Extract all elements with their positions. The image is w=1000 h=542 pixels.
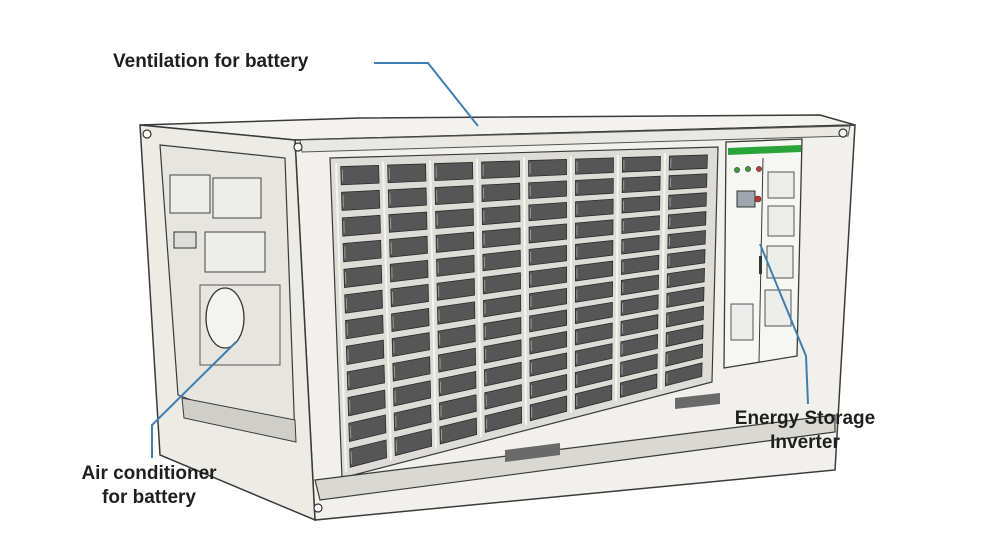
battery-module (622, 176, 660, 192)
battery-module (341, 190, 379, 210)
battery-module (436, 209, 474, 229)
battery-module (529, 159, 567, 176)
corner-casting (294, 143, 302, 151)
corner-casting (143, 130, 151, 138)
battery-module (575, 199, 613, 217)
cabinet-handle (759, 256, 762, 274)
battery-module (529, 181, 567, 199)
ac-fan (206, 288, 244, 348)
battery-module (342, 215, 380, 236)
ac-switch (174, 232, 196, 248)
corner-casting (314, 504, 322, 512)
battery-module (529, 224, 567, 243)
inverter-display-screen (737, 191, 755, 207)
battery-module (436, 232, 474, 252)
battery-module (529, 202, 567, 220)
battery-module (389, 212, 427, 232)
ac-mid-panel (205, 232, 265, 272)
battery-module (435, 162, 473, 180)
cabinet-panel (768, 206, 794, 236)
cabinet-panel (731, 304, 753, 340)
callout-ventilation: Ventilation for battery (113, 50, 308, 74)
battery-module (669, 174, 707, 190)
battery-module (575, 179, 613, 196)
callout-aircon: Air conditioner for battery (44, 462, 254, 510)
battery-module (482, 206, 520, 225)
battery-module (482, 161, 520, 179)
battery-module (669, 193, 707, 210)
cabinet-panel (768, 172, 794, 198)
battery-module (575, 158, 613, 174)
callout-inverter-line1: Energy Storage (698, 407, 912, 431)
callout-aircon-line2: for battery (44, 486, 254, 510)
ac-top-panel (170, 175, 210, 213)
callout-inverter-line2: Inverter (698, 431, 912, 455)
battery-module (388, 188, 426, 208)
battery-module (343, 240, 381, 262)
battery-module (622, 156, 660, 172)
leader-line-ventilation (374, 63, 478, 126)
ac-top-panel (213, 178, 261, 218)
callout-inverter: Energy Storage Inverter (698, 407, 912, 455)
battery-module (390, 236, 428, 257)
indicator-light (745, 166, 750, 171)
battery-module (622, 196, 660, 213)
corner-casting (839, 129, 847, 137)
battery-module (482, 183, 520, 201)
callout-aircon-line1: Air conditioner (44, 462, 254, 486)
emergency-stop-button (755, 196, 761, 202)
battery-module (483, 228, 521, 248)
battery-module (435, 186, 473, 205)
battery-module (669, 155, 707, 170)
indicator-light (756, 166, 761, 171)
battery-module (388, 164, 426, 183)
battery-module (341, 165, 379, 184)
cabinet-panel (767, 246, 793, 278)
indicator-light (734, 167, 739, 172)
